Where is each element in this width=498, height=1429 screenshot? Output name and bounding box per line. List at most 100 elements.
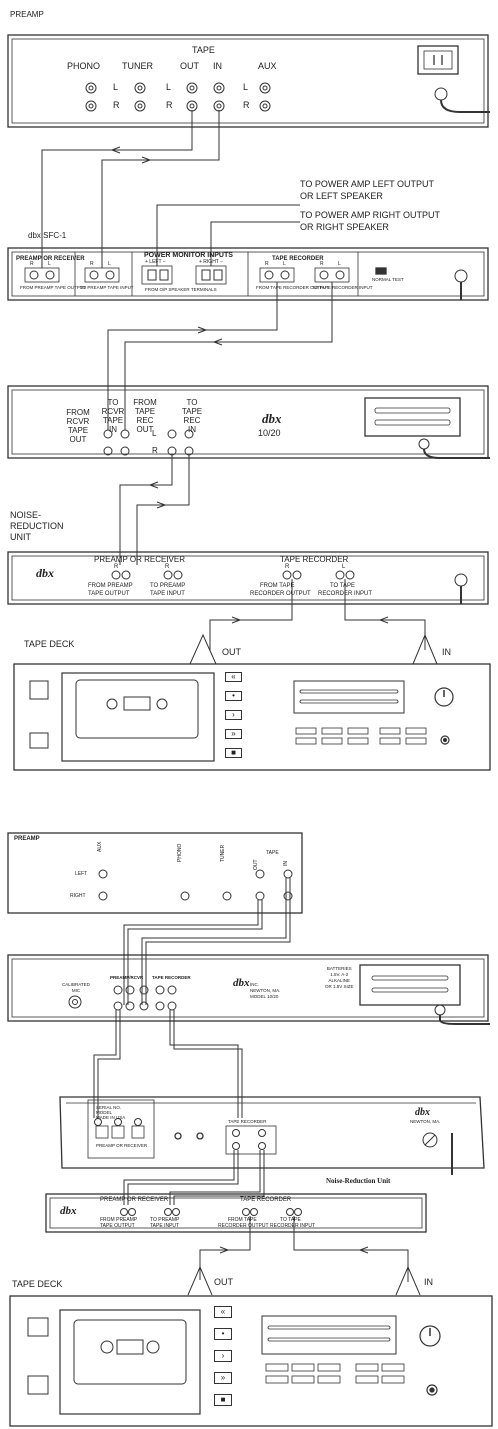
deck-b-title: TAPE DECK (12, 1279, 63, 1289)
nr-note-line: REDUCTION (10, 521, 64, 531)
tape-deck-b-display (267, 1325, 391, 1342)
col3-line: OUT (136, 425, 154, 434)
preamp-a-out-label: OUT (180, 61, 199, 71)
nr-a-r: R (165, 564, 170, 570)
col4-line: TO (186, 398, 198, 407)
col1-line: OUT (69, 435, 87, 444)
sfc-rear-section-tape: TAPE RECORDER (228, 1119, 267, 1124)
fast-forward-button[interactable]: » (214, 1372, 232, 1384)
sfc-rear-logo: dbx (415, 1107, 430, 1118)
unit1020-a-col2: TO RCVR TAPE IN (101, 398, 125, 434)
sfc-rear-panel (59, 1096, 485, 1175)
sfc1-section-power: POWER MONITOR INPUTS (144, 252, 233, 259)
sfc1-speaker-terminals: FROM O/P SPEAKER TERMINALS (145, 287, 217, 292)
wires-b3 (123, 1150, 265, 1205)
calibrated-mic-label: CALIBRATED MIC (62, 982, 90, 994)
nr-a-from-tape-1: FROM TAPE (260, 583, 295, 589)
wires-a4 (189, 579, 438, 665)
nr-a-to-preamp-1: TO PREAMP (150, 583, 186, 589)
sfc1-section-tape: TAPE RECORDER (272, 256, 324, 262)
play-button[interactable]: › (225, 710, 242, 720)
preamp-a-l-label: L (243, 82, 249, 92)
nr-a-to-tape-2: RECORDER INPUT (318, 591, 373, 597)
preamp-a-tuner-label: TUNER (122, 61, 153, 71)
preamp-a-title: PREAMP (10, 10, 44, 19)
sfc1-l: L (48, 261, 51, 267)
sfc1-r: R (265, 261, 269, 267)
sfc1-label: dbx SFC-1 (28, 231, 67, 240)
nr-a-to-tape-1: TO TAPE (330, 583, 356, 589)
sfc1-l: L (338, 261, 341, 267)
col2-line: RCVR (101, 407, 125, 416)
nr-b-section-tape: TAPE RECORDER (240, 1197, 292, 1203)
nr-a-from-preamp-1: FROM PREAMP (88, 583, 133, 589)
nr-b-panel (45, 1193, 427, 1233)
stop-button[interactable]: ■ (225, 748, 242, 758)
serial-line: MADE IN USA (96, 1115, 126, 1120)
sfc-rear-jacks (94, 1118, 266, 1150)
deck-a-title: TAPE DECK (24, 639, 75, 649)
model-line: NEWTON, MA. (250, 988, 281, 993)
deck-a-out-label: OUT (222, 647, 241, 657)
unit1020-b-panel (7, 954, 490, 1025)
tape-deck-b (9, 1295, 493, 1427)
fast-forward-button[interactable]: » (225, 729, 242, 739)
nr-a-from-preamp-2: TAPE OUTPUT (88, 591, 130, 597)
unit1020-b-model: INC. NEWTON, MA. MODEL 10/20 (250, 982, 280, 1000)
unit1020-a-col3: FROM TAPE REC OUT (133, 398, 157, 434)
preamp-a-r-label: R (113, 100, 120, 110)
col3-line: TAPE (134, 407, 156, 416)
deck-a-in-label: IN (442, 647, 451, 657)
nr-b-to-tape-2: RECORDER INPUT (270, 1223, 316, 1229)
sfc1-right-plus: + RIGHT − (199, 259, 224, 265)
sfc1-r: R (320, 261, 324, 267)
wires-b1 (123, 878, 291, 1005)
record-button[interactable]: • (225, 691, 242, 701)
wires-a1 (41, 110, 300, 268)
col4-line: TAPE (181, 407, 203, 416)
sfc-rear-serial: SERIAL NO. MODEL MADE IN USA (96, 1105, 125, 1120)
record-button[interactable]: • (214, 1328, 232, 1340)
sfc1-from-preamp: FROM PREAMP TAPE OUTPUT (20, 285, 86, 290)
nr-a-section-tape: TAPE RECORDER (280, 555, 349, 564)
col4-line: REC (183, 416, 201, 425)
wires-b2 (93, 1010, 243, 1118)
preamp-a-r-label: R (166, 100, 173, 110)
nr-a-from-tape-2: RECORDER OUTPUT (250, 591, 311, 597)
preamp-b-right: RIGHT (70, 893, 86, 899)
batteries-line: OR 1.5V SIZE (325, 984, 354, 989)
sfc1-panel (7, 247, 489, 301)
unit1020-a-r: R (152, 446, 158, 455)
preamp-b-out: OUT (253, 859, 259, 870)
nr-b-to-tape-1: TO TAPE (280, 1217, 301, 1223)
nr-a-logo: dbx (36, 566, 54, 580)
sfc1-l: L (108, 261, 111, 267)
preamp-b-title: PREAMP (14, 836, 40, 842)
batteries-line: 1.5V. A-2 (330, 972, 349, 977)
unit1020-b-logo: dbx (233, 977, 250, 989)
col4-line: IN (188, 425, 196, 434)
nr-a-r: R (285, 564, 290, 570)
nr-a-l: L (342, 564, 346, 570)
sfc1-r: R (90, 261, 94, 267)
nr-b-from-preamp-1: FROM PREAMP (100, 1217, 138, 1223)
preamp-b-left: LEFT (75, 871, 88, 877)
sfc1-section-preamp: PREAMP OR RECEIVER (16, 256, 85, 262)
sfc-rear-sub: NEWTON, MA. (410, 1119, 441, 1124)
play-button[interactable]: › (214, 1350, 232, 1362)
nr-a-jacks (111, 570, 355, 580)
rewind-button[interactable]: « (214, 1306, 232, 1318)
sfc1-to-preamp: TO PREAMP TAPE INPUT (80, 285, 134, 290)
rewind-button[interactable]: « (225, 672, 242, 682)
wires-a3 (119, 455, 190, 565)
nr-note-line: NOISE- (10, 510, 42, 520)
sfc1-left-plus: + LEFT − (145, 259, 166, 265)
stop-button[interactable]: ■ (214, 1394, 232, 1406)
nr-b-to-preamp-1: TO PREAMP (150, 1217, 180, 1223)
sfc1-to-tape: TO TAPE RECORDER INPUT (312, 285, 373, 290)
nr-note-line: UNIT (10, 532, 31, 542)
col2-line: TAPE (102, 416, 124, 425)
nr-note: NOISE- REDUCTION UNIT (10, 510, 64, 543)
nr-b-from-tape-2: RECORDER OUTPUT (218, 1223, 269, 1229)
